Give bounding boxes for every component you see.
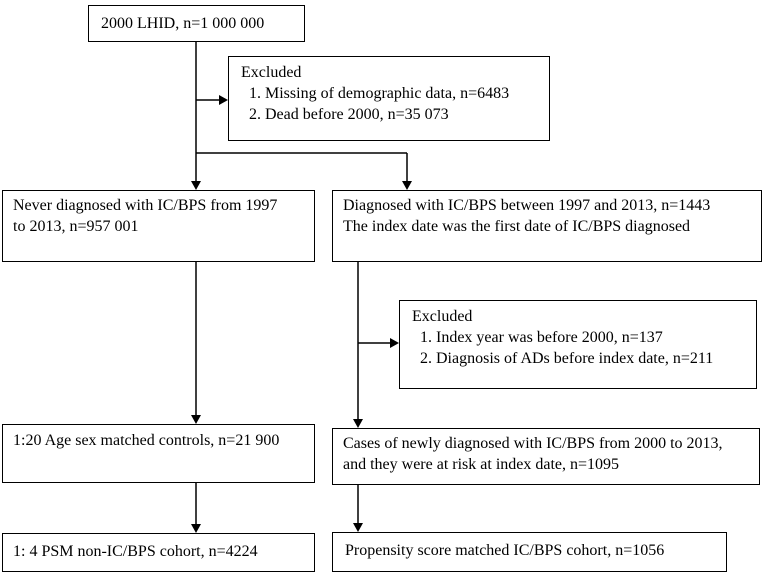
box-never-line: to 2013, n=957 001 <box>13 218 139 235</box>
excluded-item: 1. Index year was before 2000, n=137 <box>420 329 663 346</box>
arrow-branch-to-excluded-mid <box>358 338 399 348</box>
box-excluded-index: Excluded 1. Index year was before 2000, … <box>399 300 757 389</box>
arrow-newly-to-psm-ic <box>353 485 363 532</box>
box-psm-non-icbps: 1: 4 PSM non-IC/BPS cohort, n=4224 <box>2 533 315 572</box>
box-diagnosed-icbps: Diagnosed with IC/BPS between 1997 and 2… <box>332 190 762 262</box>
box-diagnosed-line: Diagnosed with IC/BPS between 1997 and 2… <box>343 197 711 214</box>
excluded-item: 1. Missing of demographic data, n=6483 <box>249 85 510 102</box>
arrow-diagnosed-to-newly <box>353 262 363 428</box>
arrow-never-to-controls <box>191 262 201 424</box>
box-psm-ic-text: Propensity score matched IC/BPS cohort, … <box>345 542 665 559</box>
box-lhid-text: 2000 LHID, n=1 000 000 <box>101 15 265 32</box>
box-psm-non-text: 1: 4 PSM non-IC/BPS cohort, n=4224 <box>13 543 258 560</box>
box-excluded-demographic: Excluded 1. Missing of demographic data,… <box>228 56 550 141</box>
excluded-title: Excluded <box>412 308 473 325</box>
box-newly-diagnosed: Cases of newly diagnosed with IC/BPS fro… <box>332 428 760 485</box>
excluded-item: 2. Dead before 2000, n=35 073 <box>249 106 449 123</box>
box-newly-line: Cases of newly diagnosed with IC/BPS fro… <box>343 435 723 452</box>
box-newly-line: and they were at risk at index date, n=1… <box>343 456 620 473</box>
arrow-split-to-diagnosed <box>402 153 412 190</box>
arrow-branch-to-excluded-top <box>196 95 228 105</box>
box-psm-icbps: Propensity score matched IC/BPS cohort, … <box>332 532 727 572</box>
box-never-diagnosed: Never diagnosed with IC/BPS from 1997 to… <box>2 190 315 262</box>
excluded-title: Excluded <box>241 64 302 81</box>
arrow-controls-to-psm-non <box>191 483 201 533</box>
box-controls-text: 1:20 Age sex matched controls, n=21 900 <box>13 432 280 449</box>
box-diagnosed-line: The index date was the first date of IC/… <box>343 218 691 235</box>
box-never-line: Never diagnosed with IC/BPS from 1997 <box>13 197 278 214</box>
arrow-lhid-to-never <box>191 42 201 190</box>
box-lhid-cohort: 2000 LHID, n=1 000 000 <box>88 5 305 42</box>
box-matched-controls: 1:20 Age sex matched controls, n=21 900 <box>2 424 315 483</box>
excluded-item: 2. Diagnosis of ADs before index date, n… <box>420 350 714 367</box>
